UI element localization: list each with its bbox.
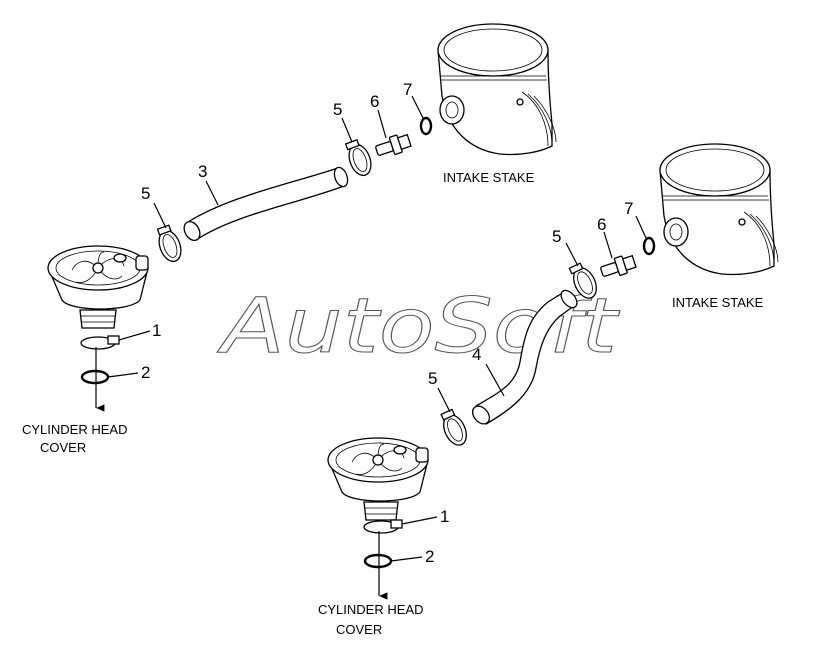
callout-5-upper-b: 5 xyxy=(552,227,561,246)
callout-7-b: 7 xyxy=(624,199,633,218)
connector-6-b xyxy=(600,254,637,277)
hose-clamp-5-upper-a xyxy=(344,139,372,177)
callout-1-a: 1 xyxy=(152,321,161,340)
watermark: AutoSoft xyxy=(216,281,621,370)
breather-cap-a xyxy=(47,245,149,329)
callout-2-b: 2 xyxy=(425,547,434,566)
cylinder-head-cover-label-a-line2: COVER xyxy=(40,440,86,455)
clamp-1-b xyxy=(363,519,403,534)
callout-2-a: 2 xyxy=(141,363,150,382)
hose-clamp-5-lower-b xyxy=(440,408,467,446)
intake-stake-label-b: INTAKE STAKE xyxy=(672,295,764,310)
assembly-b: 1 2 CYLINDER HEAD COVER 5 4 xyxy=(318,143,779,637)
cylinder-head-cover-label-a: CYLINDER HEAD xyxy=(22,422,127,437)
o-ring-2-b xyxy=(363,553,393,569)
o-ring-7-a xyxy=(419,116,433,136)
callout-5-lower-b: 5 xyxy=(428,369,437,388)
intake-stake-label-a: INTAKE STAKE xyxy=(443,170,535,185)
callout-6-b: 6 xyxy=(597,215,606,234)
callout-4: 4 xyxy=(472,345,481,364)
callout-3: 3 xyxy=(198,162,207,181)
hose-clamp-5-lower-a xyxy=(156,224,182,263)
callout-6-a: 6 xyxy=(370,92,379,111)
intake-stake-b xyxy=(659,143,779,276)
hose-clamp-5-upper-b xyxy=(568,262,597,299)
cylinder-head-cover-label-b-line2: COVER xyxy=(336,622,382,637)
callout-7-a: 7 xyxy=(403,80,412,99)
cylinder-head-cover-label-b: CYLINDER HEAD xyxy=(318,602,423,617)
breather-cap-b xyxy=(327,437,429,521)
o-ring-2-a xyxy=(80,369,110,385)
intake-stake-a xyxy=(437,23,557,156)
hose-3 xyxy=(183,166,349,241)
callout-5-lower-a: 5 xyxy=(141,184,150,203)
connector-6-a xyxy=(375,133,412,156)
o-ring-7-b xyxy=(642,236,656,256)
assembly-a: 1 2 CYLINDER HEAD COVER 5 3 xyxy=(22,23,557,455)
clamp-1-a xyxy=(80,335,120,350)
callout-1-b: 1 xyxy=(440,507,449,526)
callout-5-upper-a: 5 xyxy=(333,100,342,119)
